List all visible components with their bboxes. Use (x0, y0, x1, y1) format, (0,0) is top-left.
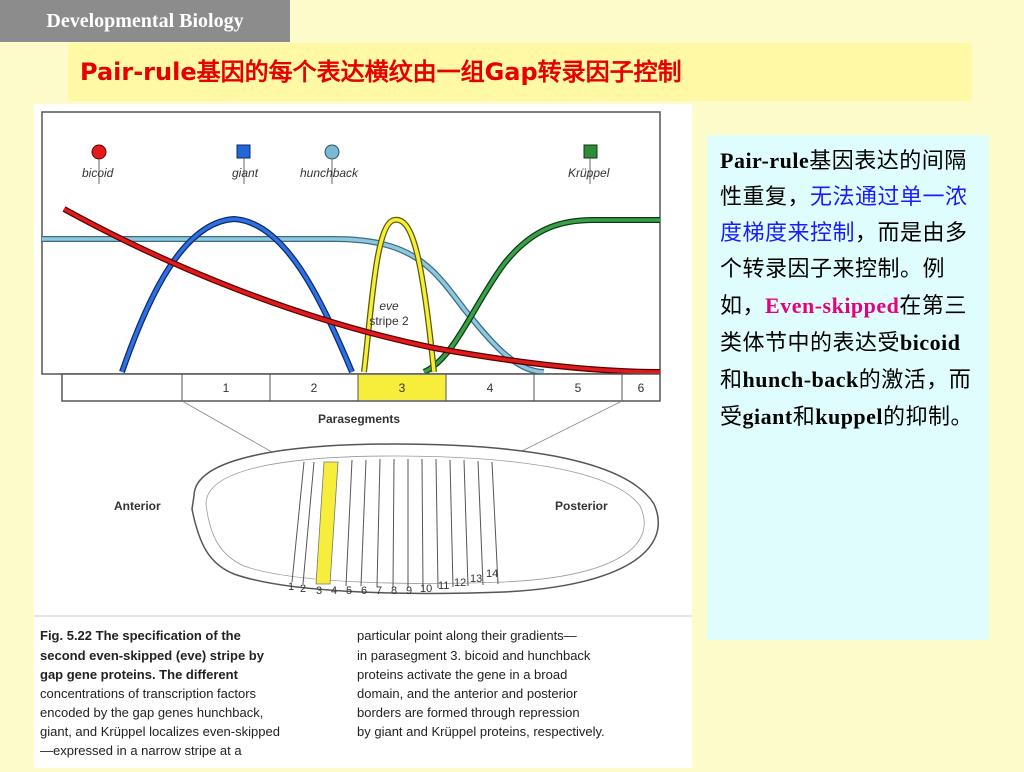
note-term-giant: giant (742, 404, 793, 429)
note-text: ，而是由多个转录因子来控制。例如， (720, 221, 968, 319)
embryo-stripe-number: 6 (361, 585, 367, 597)
legend-kruppel-marker (583, 144, 598, 159)
eve-stripe-label: stripe 2 (369, 314, 409, 328)
parasegment-number: 6 (638, 381, 645, 395)
caption-left-line: gap gene proteins. The different (40, 667, 239, 682)
parasegment-number: 3 (399, 381, 406, 395)
explanation-note: Pair-rule基因表达的间隔性重复，无法通过单一浓度梯度来控制，而是由多个转… (707, 135, 989, 640)
note-text: 和 (720, 368, 743, 393)
course-tag: Developmental Biology (0, 0, 290, 42)
embryo-stripe-line (360, 459, 367, 587)
gradient-diagram: bicoid giant hunchback Krüppel eve strip… (34, 111, 692, 758)
note-term-bicoid: bicoid (900, 330, 961, 355)
embryo-stripe-number: 8 (391, 585, 397, 597)
parasegment-3-highlight (358, 375, 446, 400)
posterior-label: Posterior (555, 499, 608, 513)
parasegment-number: 5 (575, 381, 582, 395)
projection-line (181, 400, 280, 457)
slide-title: Pair-rule基因的每个表达横纹由一组Gap转录因子控制 (68, 43, 972, 101)
note-highlight-text: 无法通过单一浓度梯度来控制 (720, 185, 968, 246)
legend-giant-label: giant (232, 166, 259, 180)
embryo-stripe-numbers: 1 2 3 4 5 6 7 8 9 10 11 12 13 14 (288, 568, 498, 597)
embryo-stripe-line (463, 459, 469, 587)
note-term-pair-rule: Pair-rule (720, 148, 810, 173)
embryo-stripe-line (477, 460, 484, 586)
embryo-stripe-line (291, 461, 305, 583)
kruppel-curve-fill (423, 218, 660, 374)
legend-hunchback-marker (324, 144, 340, 160)
embryo-stripes (291, 458, 499, 589)
legend-giant-marker (236, 144, 251, 159)
caption-right-line: borders are formed through repression (357, 705, 580, 720)
embryo-stripe-line (392, 458, 395, 589)
caption-right-line: by giant and Krüppel proteins, respectiv… (357, 724, 605, 739)
embryo-stripe-number: 2 (300, 583, 306, 595)
embryo-stripe-line (491, 461, 499, 585)
caption-left-line: giant, and Krüppel localizes even-skippe… (40, 724, 280, 739)
caption-left-line: second even-skipped (eve) stripe by (40, 648, 265, 663)
note-text: 在第三类体节中的表达受 (720, 294, 967, 356)
embryo-stripe-number: 11 (438, 580, 449, 592)
embryo-stripe-line (449, 459, 454, 588)
note-term-hunchback: hunch-back (742, 367, 859, 392)
embryo-inner-outline (205, 455, 645, 584)
parasegments-label: Parasegments (318, 412, 400, 426)
caption-left-line: concentrations of transcription factors (40, 686, 257, 701)
parasegment-number: 1 (223, 381, 230, 395)
projection-line (511, 400, 623, 457)
caption-left-line: Fig. 5.22 The specification of the (40, 628, 241, 643)
embryo-stripe-line (302, 461, 315, 585)
caption-right-line: in parasegment 3. bicoid and hunchback (357, 648, 591, 663)
caption-left-line: encoded by the gap genes hunchback, (40, 705, 263, 720)
embryo-stripe-number: 10 (420, 583, 432, 595)
embryo-stripe-line (435, 458, 439, 589)
embryo-stripe-line (376, 458, 381, 588)
parasegment-number: 4 (487, 381, 494, 395)
caption-right-line: particular point along their gradients— (357, 628, 577, 643)
kruppel-curve (422, 217, 660, 375)
embryo-stripe-number: 3 (316, 585, 322, 597)
embryo-stripe-3-highlight (315, 461, 339, 585)
note-text: 的抑制。 (883, 405, 974, 430)
note-text: 和 (792, 405, 816, 430)
note-text: 的激活，而受 (720, 368, 972, 430)
embryo-stripe-number: 4 (331, 585, 337, 597)
embryo-stripe-line (345, 459, 353, 587)
embryo-stripe-number: 12 (454, 577, 466, 589)
note-text: 基因表达的间隔性重复， (720, 149, 967, 210)
embryo-stripe-number: 14 (486, 568, 498, 580)
legend-bicoid-label: bicoid (82, 166, 114, 180)
embryo-stripe-line (421, 458, 424, 589)
caption-right-line: proteins activate the gene in a broad (357, 667, 567, 682)
eve-label: eve (379, 299, 399, 313)
caption-right-line: domain, and the anterior and posterior (357, 686, 578, 701)
caption-left-line: —expressed in a narrow stripe at a (40, 743, 242, 758)
legend-kruppel-label: Krüppel (568, 166, 610, 180)
embryo-stripe-number: 5 (346, 585, 352, 597)
parasegment-number: 2 (311, 381, 318, 395)
bicoid-curve-fill (63, 207, 661, 374)
note-term-kuppel: kuppel (815, 404, 884, 429)
figure-panel: bicoid giant hunchback Krüppel eve strip… (34, 104, 692, 768)
legend-hunchback-label: hunchback (300, 166, 359, 180)
anterior-label: Anterior (114, 499, 161, 513)
note-term-even-skipped: Even-skipped (765, 293, 900, 318)
eve-stripe2-curve-fill (362, 218, 436, 373)
embryo-stripe-number: 7 (376, 585, 382, 597)
giant-curve-fill (120, 217, 354, 373)
embryo-outline (191, 443, 659, 595)
legend-bicoid-marker (91, 144, 107, 160)
embryo-stripe-number: 13 (470, 573, 482, 585)
embryo-stripe-number: 9 (406, 585, 412, 597)
embryo-stripe-number: 1 (288, 581, 294, 593)
